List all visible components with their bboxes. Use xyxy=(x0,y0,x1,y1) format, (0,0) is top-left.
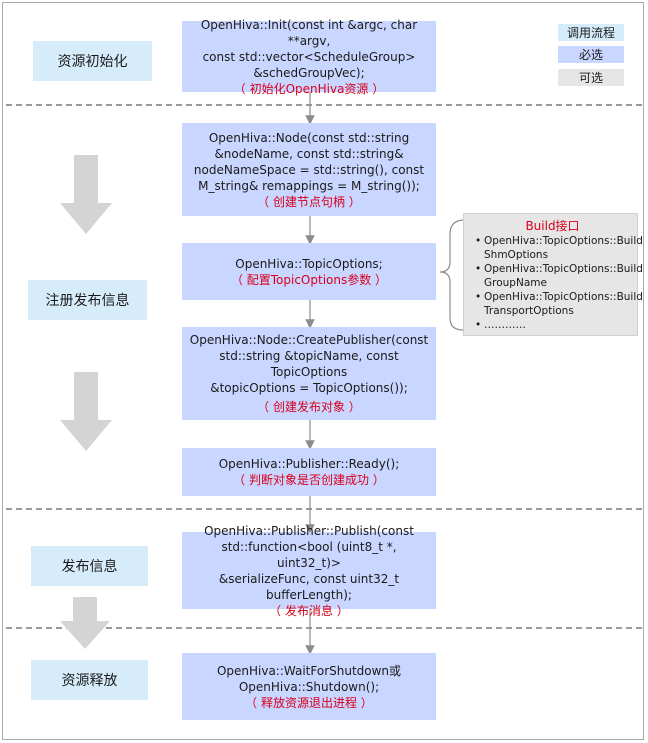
step-ready-line: OpenHiva::Publisher::Ready(); xyxy=(218,457,400,471)
build-note-item-line: TransportOptions xyxy=(484,305,574,317)
build-note-item-line: OpenHiva::TopicOptions::Build xyxy=(484,291,643,303)
build-note-item-line: ShmOptions xyxy=(484,249,549,261)
build-note-item-line: GroupName xyxy=(484,277,547,289)
step-topic-options-line: OpenHiva::TopicOptions; xyxy=(235,256,383,271)
step-init: OpenHiva::Init(const int &argc, char **a… xyxy=(182,18,436,96)
step-node: OpenHiva::Node(const std::string &nodeNa… xyxy=(182,123,436,216)
step-ready: OpenHiva::Publisher::Ready(); （ 判断对象是否创建… xyxy=(182,448,436,496)
step-publish: OpenHiva::Publisher::Publish(const std::… xyxy=(182,524,436,618)
legend-optional: 可选 xyxy=(558,69,624,86)
build-note-title: Build接口 xyxy=(525,219,580,233)
step-init-line: &schedGroupVec); xyxy=(253,65,365,80)
step-node-line: nodeNameSpace = std::string(), const xyxy=(193,162,425,177)
note-brace xyxy=(439,219,464,331)
step-topic-options: OpenHiva::TopicOptions; （ 配置TopicOptions… xyxy=(182,243,436,300)
step-node-line: M_string& remappings = M_string()); xyxy=(198,178,420,193)
step-create-publisher: OpenHiva::Node::CreatePublisher(const st… xyxy=(182,327,436,420)
step-init-line: const std::vector<ScheduleGroup> xyxy=(202,49,416,64)
stage-publish: 发布信息 xyxy=(31,546,148,586)
stage-init: 资源初始化 xyxy=(33,41,152,81)
build-note-item-line: ………… xyxy=(484,319,526,331)
step-node-note: （ 创建节点句柄 ） xyxy=(257,194,361,209)
step-create-publisher-line: OpenHiva::Node::CreatePublisher(const xyxy=(189,333,429,347)
step-init-line: OpenHiva::Init(const int &argc, char **a… xyxy=(200,17,418,48)
step-create-publisher-note: （ 创建发布对象 ） xyxy=(257,400,361,414)
step-publish-line: std::function<bool (uint8_t *, uint32_t)… xyxy=(221,539,397,570)
step-topic-options-note: （ 配置TopicOptions参数 ） xyxy=(230,272,388,287)
step-create-publisher-line: &topicOptions = TopicOptions()); xyxy=(210,381,408,395)
stage-arrow-down-icon xyxy=(60,372,112,451)
step-node-line: OpenHiva::Node(const std::string xyxy=(208,130,410,145)
legend-required: 必选 xyxy=(558,46,624,63)
separator-init-register xyxy=(6,104,642,106)
build-note-item: ………… xyxy=(475,318,631,332)
build-note-item-line: OpenHiva::TopicOptions::Build xyxy=(484,263,643,275)
build-note-item: OpenHiva::TopicOptions::Build ShmOptions xyxy=(475,234,643,262)
stage-arrow-down-icon xyxy=(60,155,112,234)
step-publish-note: （ 发布消息 ） xyxy=(269,603,349,618)
legend-call-flow: 调用流程 xyxy=(558,24,624,41)
build-note-list: OpenHiva::TopicOptions::Build ShmOptions… xyxy=(474,234,643,332)
step-publish-line: OpenHiva::Publisher::Publish(const xyxy=(204,523,414,538)
build-note-item-line: OpenHiva::TopicOptions::Build xyxy=(484,235,643,247)
step-ready-note: （ 判断对象是否创建成功 ） xyxy=(233,473,385,487)
stage-register: 注册发布信息 xyxy=(28,280,147,320)
step-shutdown-line: OpenHiva::WaitForShutdown或 xyxy=(216,663,402,678)
stage-arrow-down-icon xyxy=(60,597,110,649)
build-note-item: OpenHiva::TopicOptions::Build TransportO… xyxy=(475,290,643,318)
stage-release: 资源释放 xyxy=(31,660,148,700)
step-init-note: （ 初始化OpenHiva资源 ） xyxy=(233,81,385,96)
build-interface-note: Build接口 OpenHiva::TopicOptions::Build Sh… xyxy=(463,213,643,336)
step-shutdown-line: OpenHiva::Shutdown(); xyxy=(238,679,380,694)
step-node-line: &nodeName, const std::string& xyxy=(214,146,404,161)
step-shutdown: OpenHiva::WaitForShutdown或 OpenHiva::Shu… xyxy=(182,653,436,720)
separator-publish-release xyxy=(6,627,642,629)
step-create-publisher-line: std::string &topicName, const TopicOptio… xyxy=(219,349,399,379)
build-note-item: OpenHiva::TopicOptions::Build GroupName xyxy=(475,262,643,290)
separator-register-publish xyxy=(6,508,642,510)
step-shutdown-note: （ 释放资源退出进程 ） xyxy=(245,695,373,710)
step-publish-line: &serializeFunc, const uint32_t bufferLen… xyxy=(218,571,400,602)
